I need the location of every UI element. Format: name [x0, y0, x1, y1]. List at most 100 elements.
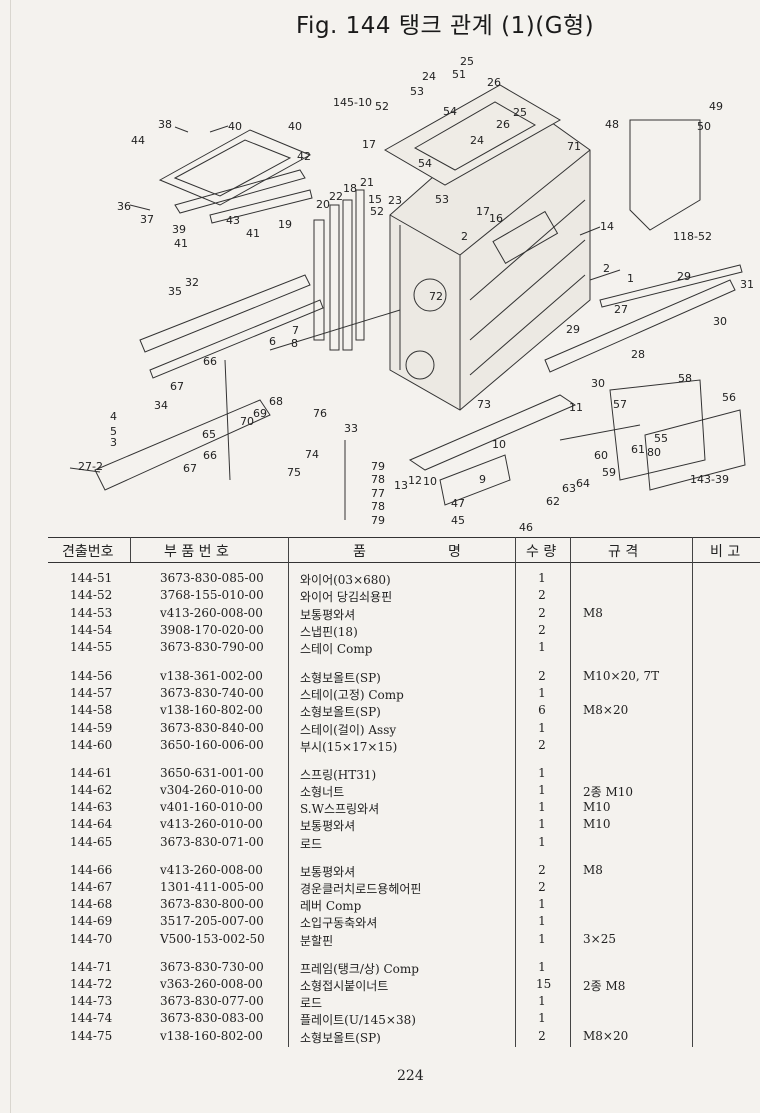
callout-label: 76	[313, 407, 327, 420]
callout-label: 15	[368, 193, 382, 206]
callout-label: 58	[678, 372, 692, 385]
column-rule	[288, 537, 289, 1047]
callout-label: 43	[226, 214, 240, 227]
callout-label: 37	[140, 213, 154, 226]
cell-name: 소입구동축와셔	[300, 916, 378, 930]
callout-label: 23	[388, 194, 402, 207]
table-top-rule	[48, 537, 760, 538]
callout-label: 51	[452, 68, 466, 81]
cell-part: 1301-411-005-00	[160, 880, 264, 894]
cell-qty: 2	[538, 1029, 546, 1043]
cell-qty: 6	[538, 703, 546, 717]
cell-part: 3673-830-085-00	[160, 571, 264, 585]
callout-label: 35	[168, 285, 182, 298]
callout-label: 30	[713, 315, 727, 328]
cell-spec: M10	[583, 817, 611, 831]
cell-no: 144-72	[70, 977, 113, 991]
cell-qty: 1	[538, 932, 546, 946]
callout-label: 31	[740, 278, 754, 291]
callout-label: 18	[343, 182, 357, 195]
cell-spec: M8×20	[583, 703, 629, 717]
cell-qty: 1	[538, 960, 546, 974]
cell-name: 소형보올트(SP)	[300, 705, 381, 719]
callout-label: 20	[316, 198, 330, 211]
callout-label: 6	[269, 335, 276, 348]
scan-edge	[10, 0, 11, 1113]
cell-part: 3673-830-790-00	[160, 640, 264, 654]
callout-label: 17	[362, 138, 376, 151]
cell-part: 3908-170-020-00	[160, 623, 264, 637]
header-part-no: 부 품 번 호	[164, 544, 229, 560]
cell-no: 144-63	[70, 800, 113, 814]
cell-part: 3673-830-077-00	[160, 994, 264, 1008]
callout-label: 46	[519, 521, 533, 534]
cell-qty: 2	[538, 588, 546, 602]
callout-label: 30	[591, 377, 605, 390]
cell-no: 144-75	[70, 1029, 113, 1043]
callout-label: 57	[613, 398, 627, 411]
cell-no: 144-71	[70, 960, 113, 974]
cell-no: 144-73	[70, 994, 113, 1008]
cell-no: 144-56	[70, 669, 113, 683]
callout-label: 26	[487, 76, 501, 89]
callout-label: 21	[360, 176, 374, 189]
cell-part: v138-160-802-00	[160, 1029, 263, 1043]
callout-label: 40	[228, 120, 242, 133]
callout-label: 79	[371, 514, 385, 527]
cell-part: v138-160-802-00	[160, 703, 263, 717]
cell-name: 경운클러치로드용헤어핀	[300, 882, 422, 896]
callout-label: 11	[569, 401, 583, 414]
callout-label: 143-39	[690, 473, 729, 486]
callout-label: 24	[422, 70, 436, 83]
callout-label: 79	[371, 460, 385, 473]
callout-label: 61	[631, 443, 645, 456]
callout-label: 39	[172, 223, 186, 236]
callout-label: 45	[451, 514, 465, 527]
cell-name: 보통평와셔	[300, 865, 356, 879]
cell-spec: 2종 M10	[583, 785, 634, 799]
cell-qty: 1	[538, 800, 546, 814]
cell-no: 144-68	[70, 897, 113, 911]
cell-no: 144-57	[70, 686, 113, 700]
callout-label: 54	[443, 105, 457, 118]
callout-label: 41	[174, 237, 188, 250]
callout-label: 40	[288, 120, 302, 133]
cell-name: 레버 Comp	[300, 899, 362, 913]
cell-qty: 1	[538, 640, 546, 654]
header-name-2: 명	[448, 544, 461, 560]
callout-label: 42	[297, 150, 311, 163]
cell-qty: 2	[538, 738, 546, 752]
cell-no: 144-59	[70, 721, 113, 735]
cell-spec: M8	[583, 606, 603, 620]
callout-label: 52	[375, 100, 389, 113]
cell-qty: 1	[538, 1011, 546, 1025]
cell-part: V500-153-002-50	[160, 932, 265, 946]
cell-no: 144-67	[70, 880, 113, 894]
callout-label: 67	[170, 380, 184, 393]
cell-no: 144-66	[70, 863, 113, 877]
cell-no: 144-74	[70, 1011, 113, 1025]
cell-part: 3673-830-840-00	[160, 721, 264, 735]
cell-qty: 1	[538, 994, 546, 1008]
callout-label: 38	[158, 118, 172, 131]
cell-spec: M8×20	[583, 1029, 629, 1043]
cell-spec: M10×20, 7T	[583, 669, 660, 683]
callout-label: 55	[654, 432, 668, 445]
cell-qty: 2	[538, 669, 546, 683]
callout-label: 68	[269, 395, 283, 408]
header-remarks: 비 고	[710, 544, 741, 560]
